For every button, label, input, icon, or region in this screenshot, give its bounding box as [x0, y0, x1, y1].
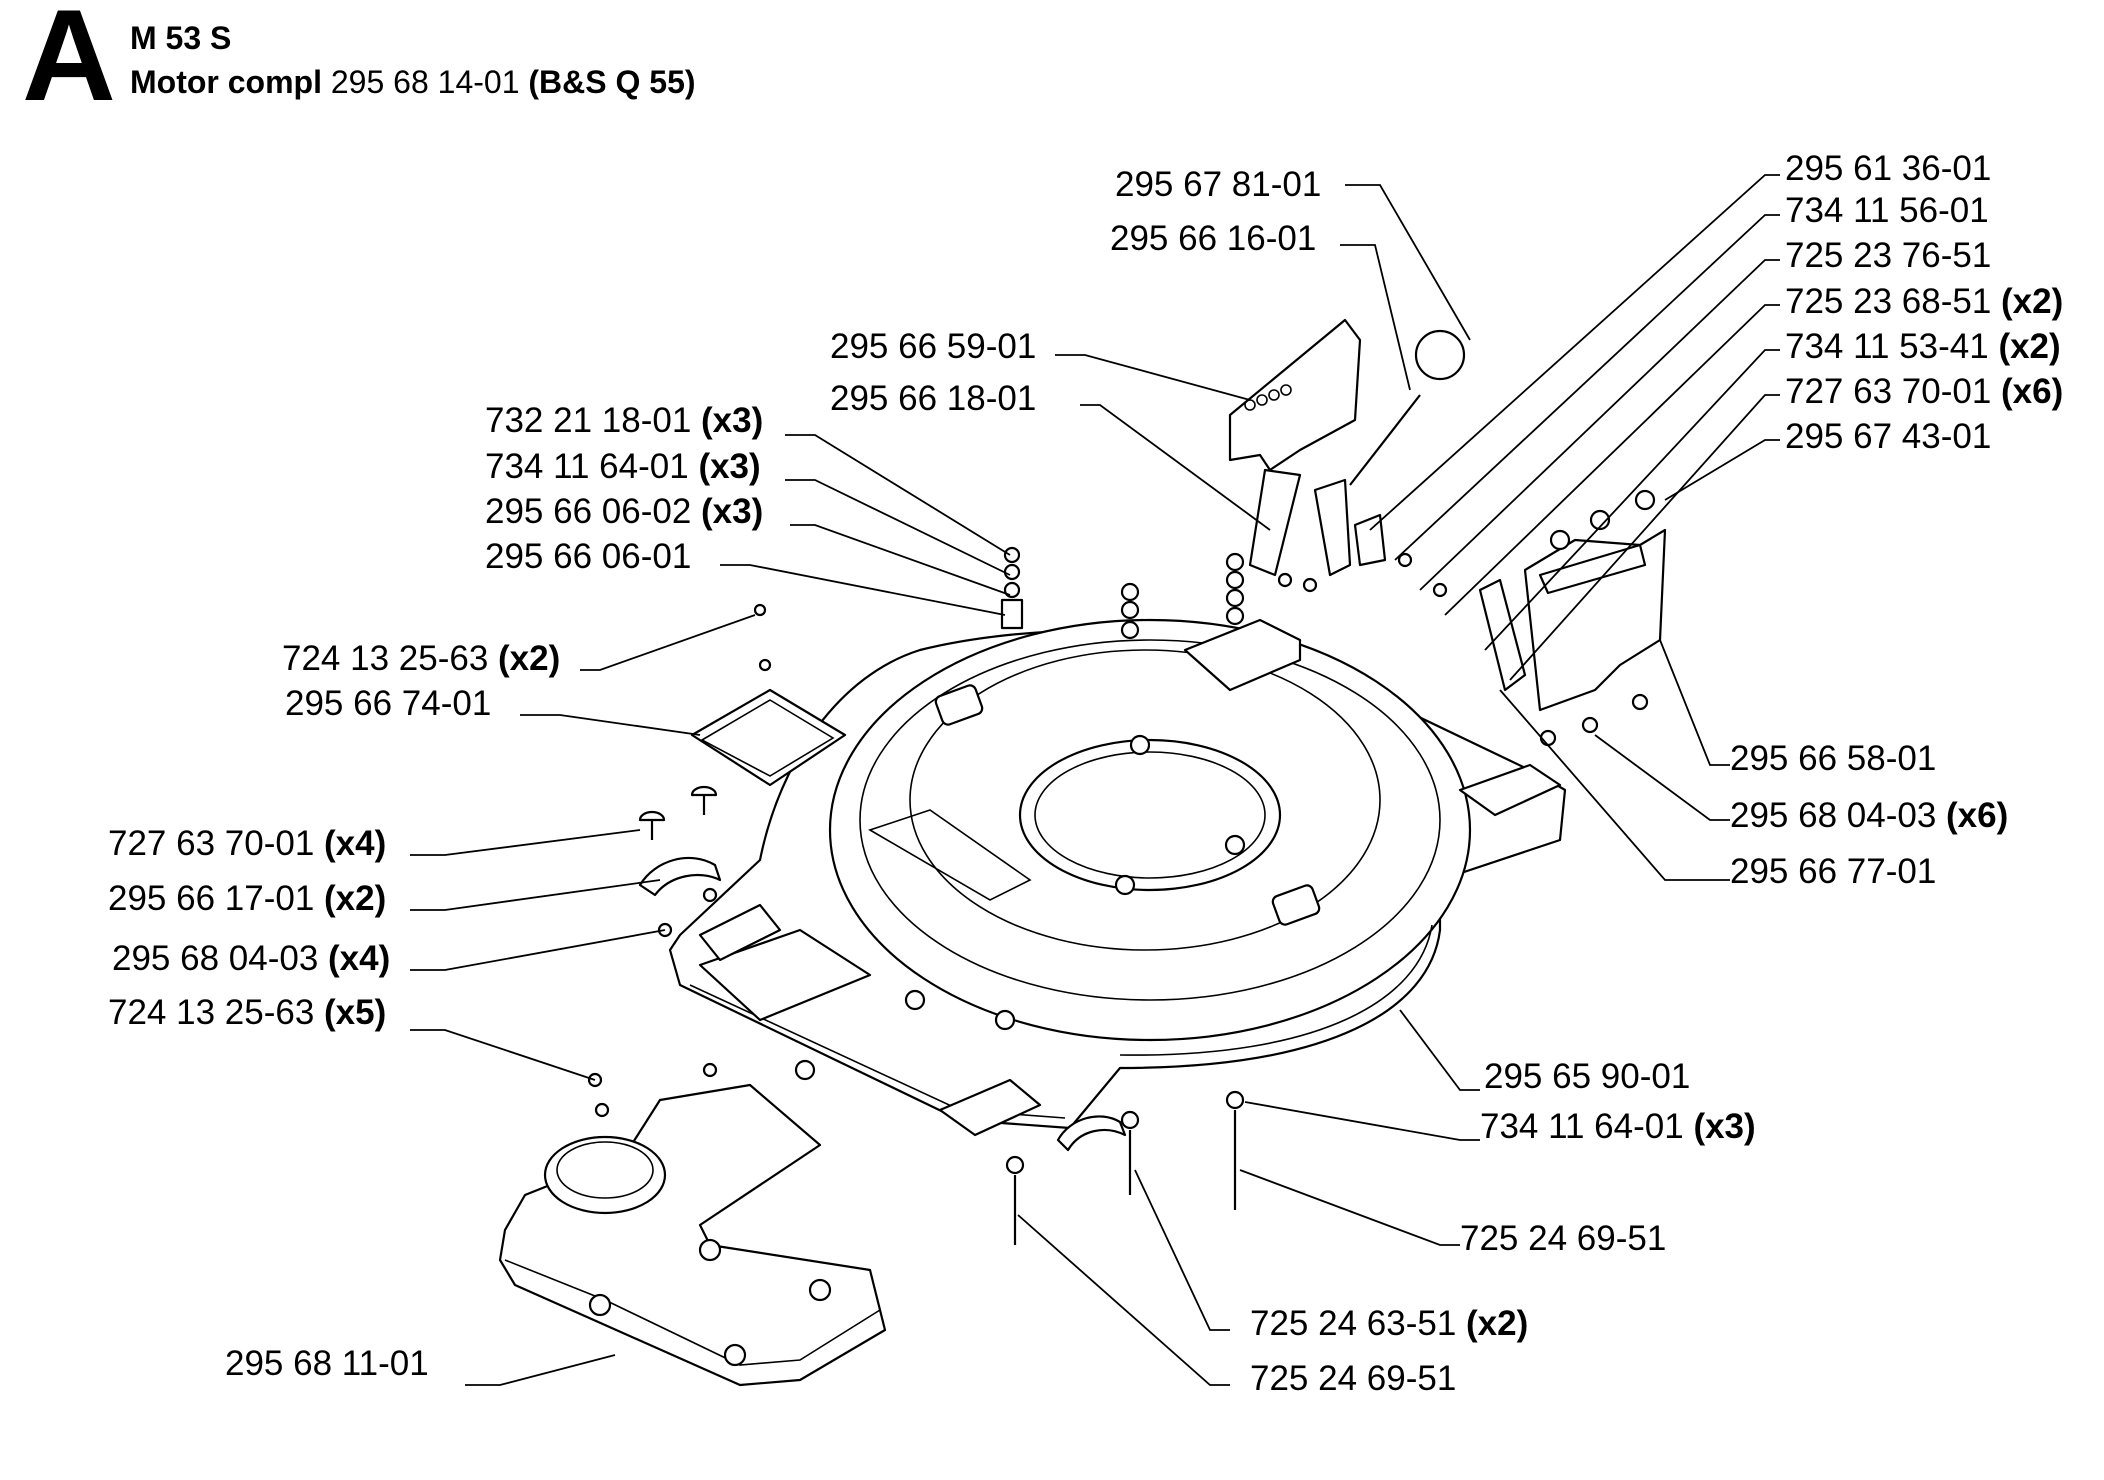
part-label: 725 24 69-51 [1460, 1219, 1666, 1258]
part-label: 727 63 70-01 (x4) [108, 824, 386, 863]
engine-model: (B&S Q 55) [528, 64, 696, 100]
part-label: 734 11 64-01 (x3) [485, 447, 761, 486]
part-label: 725 23 68-51 (x2) [1785, 282, 2063, 321]
part-label: 295 66 77-01 [1730, 852, 1936, 891]
part-label: 734 11 56-01 [1785, 191, 1989, 230]
engine-cover [498, 1083, 887, 1387]
part-label: 295 66 59-01 [830, 327, 1036, 366]
height-adjust-bracket-left [1228, 318, 1466, 598]
part-label: 734 11 53-41 (x2) [1785, 327, 2061, 366]
part-label: 734 11 64-01 (x3) [1480, 1107, 1756, 1146]
part-label: 295 67 43-01 [1785, 417, 1991, 456]
part-label: 725 24 69-51 [1250, 1359, 1456, 1398]
part-label: 295 68 04-03 (x4) [112, 939, 390, 978]
part-label: 724 13 25-63 (x2) [282, 639, 560, 678]
model-name: M 53 S [130, 20, 232, 56]
part-label: 295 66 06-01 [485, 537, 691, 576]
assembly-name: Motor compl [130, 64, 322, 100]
mower-deck [668, 618, 1567, 1137]
part-label: 725 23 76-51 [1785, 236, 1991, 275]
part-label: 295 66 17-01 (x2) [108, 879, 386, 918]
assembly-title: Motor compl 295 68 14-01 (B&S Q 55) [130, 66, 696, 98]
part-label: 295 65 90-01 [1484, 1057, 1690, 1096]
part-label: 725 24 63-51 (x2) [1250, 1304, 1528, 1343]
assembly-number: 295 68 14-01 [330, 64, 520, 100]
part-label: 295 61 36-01 [1785, 149, 1991, 188]
part-label: 295 66 58-01 [1730, 739, 1936, 778]
height-adjust-bracket-right [1478, 489, 1667, 747]
part-label: 295 68 11-01 [225, 1344, 429, 1383]
part-labels: 295 67 81-01 295 66 16-01 295 61 36-01 7… [108, 149, 2063, 1398]
part-label: 295 68 04-03 (x6) [1730, 796, 2008, 835]
leader-lines [410, 174, 1780, 1386]
part-label: 295 66 18-01 [830, 379, 1036, 418]
part-label: 724 13 25-63 (x5) [108, 993, 386, 1032]
part-label: 295 66 06-02 (x3) [485, 492, 763, 531]
part-label: 727 63 70-01 (x6) [1785, 372, 2063, 411]
part-label: 732 21 18-01 (x3) [485, 401, 763, 440]
part-label: 295 66 16-01 [1110, 219, 1316, 258]
small-hardware [587, 546, 1245, 1245]
part-label: 295 66 74-01 [285, 684, 491, 723]
part-label: 295 67 81-01 [1115, 165, 1321, 204]
section-letter: A [22, 0, 116, 128]
